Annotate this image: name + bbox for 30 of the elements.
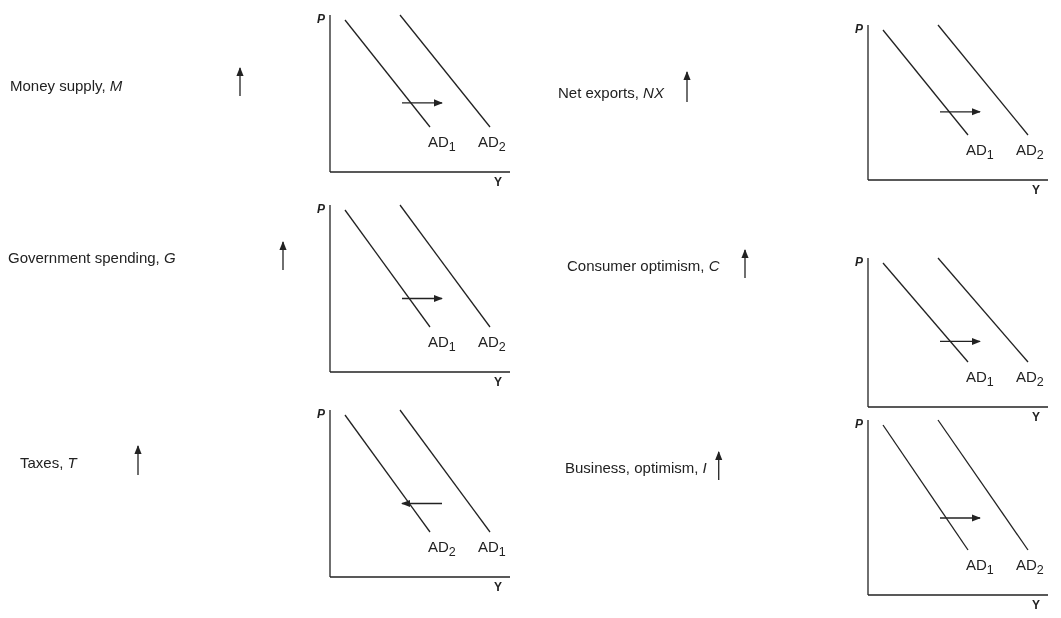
axis-label: P: [317, 13, 325, 27]
curve-label: AD$_{1}$: [966, 369, 994, 390]
axis-label: Y: [1032, 599, 1040, 613]
variable-label: Net exports, NX: [558, 85, 664, 102]
axis-label: Y: [494, 376, 502, 390]
curve-label: AD$_{2}$: [428, 539, 456, 560]
curve-label: AD$_{1}$: [966, 142, 994, 163]
axis-label: P: [855, 23, 863, 37]
curve-label: AD$_{1}$: [428, 134, 456, 155]
curve-label: AD$_{2}$: [478, 334, 506, 355]
curve-label: AD$_{1}$: [966, 557, 994, 578]
curve-label: AD$_{2}$: [1016, 142, 1044, 163]
axis-label: Y: [494, 581, 502, 595]
curve-label: AD$_{2}$: [1016, 557, 1044, 578]
axis-label: P: [317, 203, 325, 217]
variable-label: Money supply, M: [10, 78, 123, 95]
axis-label: Y: [1032, 411, 1040, 425]
variable-label: Consumer optimism, C: [567, 258, 720, 275]
curve-label: AD$_{1}$: [478, 539, 506, 560]
axis-label: Y: [494, 176, 502, 190]
curve-label: AD$_{1}$: [428, 334, 456, 355]
curve-label: AD$_{2}$: [478, 134, 506, 155]
variable-label: Business, optimism, I: [565, 460, 707, 477]
axis-label: P: [855, 256, 863, 270]
variable-label: Taxes, T: [20, 455, 77, 472]
axis-label: P: [855, 418, 863, 432]
axis-label: P: [317, 408, 325, 422]
curve-label: AD$_{2}$: [1016, 369, 1044, 390]
variable-label: Government spending, G: [8, 250, 176, 267]
axis-label: Y: [1032, 184, 1040, 198]
